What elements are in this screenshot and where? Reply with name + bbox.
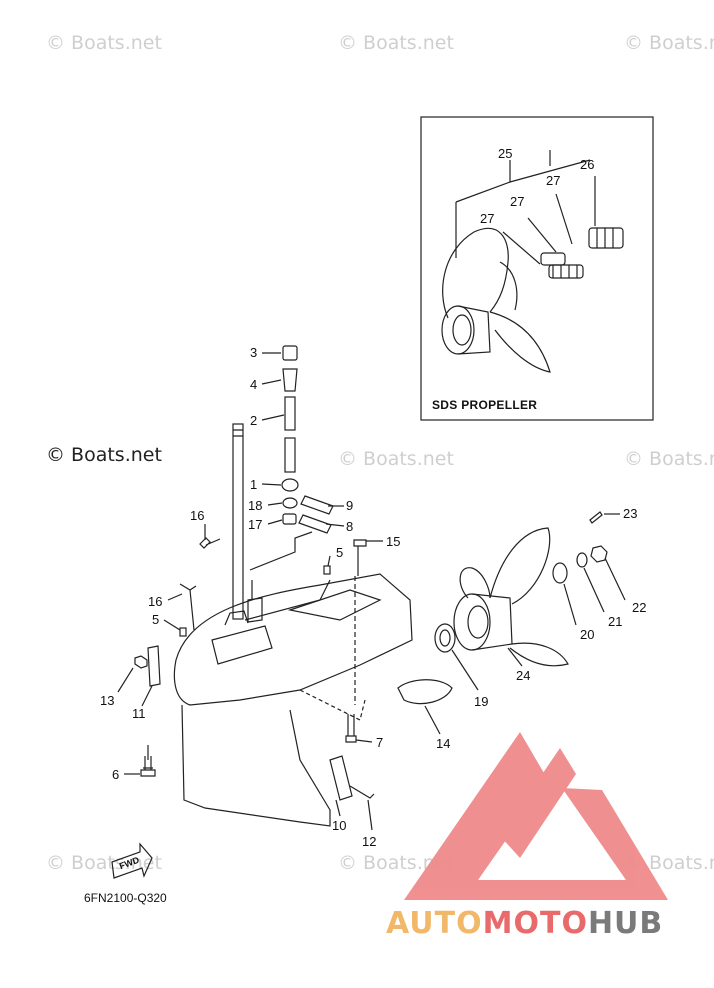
- callout-18: 18: [248, 498, 263, 513]
- diagram-code: 6FN2100-Q320: [84, 891, 167, 905]
- washer-21-icon: [576, 552, 588, 568]
- collar-17-icon: [282, 513, 297, 525]
- callout-24: 24: [516, 668, 531, 683]
- clamp-16b-icon: [179, 583, 197, 631]
- brand-logo-icon: [404, 732, 668, 900]
- brand-wordmark: AUTOMOTOHUB: [386, 906, 663, 941]
- bolt-15-icon: [353, 539, 367, 576]
- tube-2b-icon: [284, 437, 296, 473]
- callout-10: 10: [332, 818, 347, 833]
- spacer-20-icon: [552, 562, 568, 584]
- gear-case-icon: [173, 531, 413, 827]
- screw-12-icon: [349, 785, 375, 799]
- callout-2: 2: [250, 413, 258, 428]
- sds-propeller-icon: [441, 227, 551, 373]
- callout-16: 16: [190, 508, 205, 523]
- propeller-icon: [453, 527, 569, 667]
- callout-6: 6: [112, 767, 120, 782]
- grommet-11-icon: [147, 645, 161, 687]
- callout-27: 27: [510, 194, 525, 209]
- watermark: © Boats.net: [624, 32, 714, 54]
- clamp-16a-icon: [199, 537, 221, 549]
- callout-8: 8: [346, 519, 354, 534]
- grommet-1-icon: [281, 478, 299, 492]
- cover-10-icon: [329, 755, 353, 801]
- callout-1: 1: [250, 477, 258, 492]
- callout-12: 12: [362, 834, 377, 849]
- thrust-washer-19-icon: [434, 623, 456, 653]
- drive-shaft-icon: [232, 423, 244, 620]
- callout-27: 27: [546, 173, 561, 188]
- callout-15: 15: [386, 534, 401, 549]
- inset-frame: [420, 116, 654, 421]
- callout-14: 14: [436, 736, 451, 751]
- fwd-arrow-icon: [111, 842, 153, 879]
- callout-26: 26: [580, 157, 595, 172]
- callout-23: 23: [623, 506, 638, 521]
- watermark: © Boats.net: [338, 32, 454, 54]
- watermark: © Boats.net: [338, 448, 454, 470]
- pin-5b-icon: [323, 565, 331, 575]
- callout-5: 5: [152, 612, 160, 627]
- callout-16: 16: [148, 594, 163, 609]
- callout-27: 27: [480, 211, 495, 226]
- watermark: © Boats.net: [338, 852, 454, 874]
- callout-19: 19: [474, 694, 489, 709]
- washer-18-icon: [282, 497, 298, 509]
- callout-22: 22: [632, 600, 647, 615]
- callout-5: 5: [336, 545, 344, 560]
- seal-9-icon: [300, 495, 334, 515]
- spline-insert-icon: [540, 252, 584, 279]
- brand-part-hub: HUB: [587, 906, 664, 941]
- brand-part-moto: MOTO: [482, 906, 588, 941]
- watermark: © Boats.net: [46, 32, 162, 54]
- callout-13: 13: [100, 693, 115, 708]
- watermark: © Boats.net: [46, 852, 162, 874]
- callout-11: 11: [132, 706, 146, 721]
- inset-title: SDS PROPELLER: [432, 398, 538, 412]
- callout-4: 4: [250, 377, 258, 392]
- callout-21: 21: [608, 614, 623, 629]
- callout-20: 20: [580, 627, 595, 642]
- bolt-7-icon: [345, 714, 357, 743]
- nut-13-icon: [134, 655, 148, 669]
- cotter-pin-23-icon: [589, 511, 603, 524]
- tube-2a-icon: [284, 396, 296, 431]
- watermark: © Boats.net: [624, 448, 714, 470]
- callout-25: 25: [498, 146, 513, 161]
- anode-14-icon: [397, 679, 453, 705]
- seal-4-icon: [282, 368, 298, 392]
- bolt-6-icon: [140, 756, 156, 777]
- callout-9: 9: [346, 498, 354, 513]
- brand-part-auto: AUTO: [386, 906, 483, 941]
- seal-8-icon: [298, 514, 332, 534]
- nut-22-icon: [590, 545, 608, 563]
- pin-5a-icon: [179, 627, 187, 637]
- callout-7: 7: [376, 735, 384, 750]
- callout-17: 17: [248, 517, 263, 532]
- bushing-3-icon: [282, 345, 298, 361]
- spacer-26-icon: [588, 227, 624, 249]
- callout-3: 3: [250, 345, 258, 360]
- watermark-dark: © Boats.net: [46, 444, 162, 466]
